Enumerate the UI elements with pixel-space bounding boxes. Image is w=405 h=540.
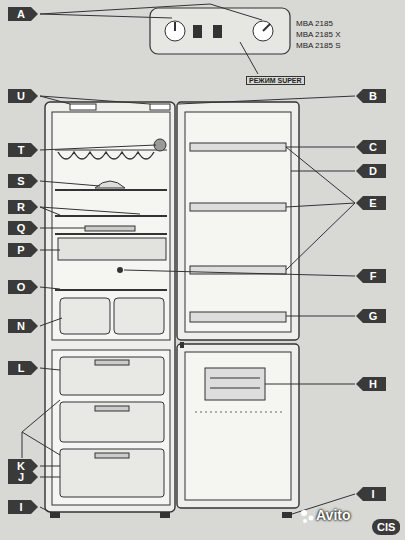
callout-letter: L — [8, 361, 38, 375]
callout-text: H — [369, 379, 377, 390]
callout-text: A — [17, 9, 25, 20]
badge-shape — [356, 487, 386, 501]
callout-letter: G — [356, 309, 386, 323]
callout-text: R — [17, 202, 25, 213]
callout-letter: P — [8, 243, 38, 257]
mode-label: РЕЖИМ SUPER — [246, 76, 305, 85]
region-badge: CIS — [372, 519, 400, 535]
callout-text: C — [369, 142, 377, 153]
callout-text: T — [18, 145, 25, 156]
callout-letter: N — [8, 319, 38, 333]
callout-text: I — [371, 489, 374, 500]
callout-text: D — [369, 166, 377, 177]
callout-letter: Q — [8, 221, 38, 235]
callout-text: N — [17, 321, 25, 332]
callout-text: Q — [17, 223, 26, 234]
callout-letter: B — [356, 89, 386, 103]
callout-letter: U — [8, 89, 38, 103]
callout-letter: D — [356, 164, 386, 178]
watermark: Avito — [316, 507, 350, 523]
callout-letter: E — [356, 196, 386, 210]
callout-text: L — [18, 363, 25, 374]
model-name: MBA 2185 — [296, 19, 333, 28]
callout-letter: I — [356, 487, 386, 501]
callout-text: I — [19, 502, 22, 513]
callout-letter: A — [8, 7, 38, 21]
callout-letter: R — [8, 200, 38, 214]
callout-letter: F — [356, 269, 386, 283]
callout-letter: S — [8, 174, 38, 188]
callout-text: K — [17, 461, 25, 472]
callout-text: S — [17, 176, 24, 187]
callout-letter: T — [8, 143, 38, 157]
badge-shape — [8, 500, 38, 514]
model-name: MBA 2185 X — [296, 30, 340, 39]
callout-text: P — [17, 245, 24, 256]
callout-text: J — [18, 472, 24, 483]
callout-letter: H — [356, 377, 386, 391]
callout-letter: O — [8, 280, 38, 294]
callout-text: E — [369, 198, 376, 209]
callout-text: F — [370, 271, 377, 282]
callout-letter: I — [8, 500, 38, 514]
callout-letter: J — [8, 470, 38, 484]
callout-letter: C — [356, 140, 386, 154]
callout-text: G — [369, 311, 378, 322]
callout-text: U — [17, 91, 25, 102]
callout-text: B — [369, 91, 377, 102]
callout-text: O — [17, 282, 26, 293]
model-name: MBA 2185 S — [296, 41, 340, 50]
callout-text: CIS — [377, 522, 395, 533]
